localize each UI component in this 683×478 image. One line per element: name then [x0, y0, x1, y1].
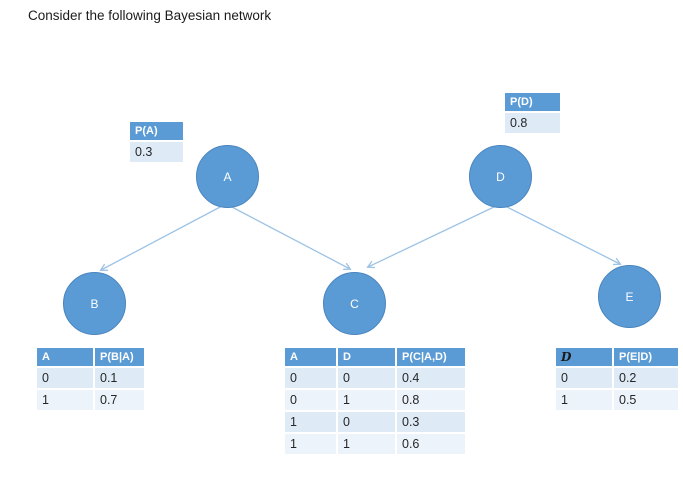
- cpt-table-d: P(D) 0.8: [505, 93, 560, 135]
- table-cell: 0: [37, 368, 93, 388]
- table-cell: 0: [285, 390, 336, 410]
- node-b: B: [63, 272, 126, 335]
- table-cell: 0.7: [95, 390, 144, 410]
- table-header-cell: P(D): [505, 93, 560, 111]
- table-header-row: P(A): [130, 122, 183, 140]
- table-header-row: A D P(C|A,D): [285, 348, 465, 366]
- node-e: E: [598, 265, 661, 328]
- table-row: 1 0.7: [37, 390, 144, 410]
- cpt-table-b: A P(B|A) 0 0.1 1 0.7: [37, 348, 144, 412]
- table-cell: 1: [285, 412, 336, 432]
- node-b-label: B: [90, 296, 99, 311]
- table-cell: 0: [338, 368, 395, 388]
- table-cell: 0: [556, 368, 612, 388]
- table-cell: 0.5: [614, 390, 678, 410]
- table-cell: 0.1: [95, 368, 144, 388]
- node-a-label: A: [223, 169, 232, 184]
- table-row: 1 1 0.6: [285, 434, 465, 454]
- node-d-label: D: [496, 169, 505, 184]
- table-header-cell: P(E|D): [614, 348, 678, 366]
- table-row: 0 0.2: [556, 368, 678, 388]
- table-header-row: P(D): [505, 93, 560, 111]
- table-cell: 1: [37, 390, 93, 410]
- table-cell: 0.4: [397, 368, 465, 388]
- table-cell: 0.8: [505, 113, 560, 133]
- table-row: 0 0 0.4: [285, 368, 465, 388]
- edge-a-to-c: [229, 205, 350, 269]
- table-header-row: D P(E|D): [556, 348, 678, 366]
- table-cell: 0.6: [397, 434, 465, 454]
- table-row: 0.3: [130, 142, 183, 162]
- table-cell: 0.3: [397, 412, 465, 432]
- table-header-cell: P(B|A): [95, 348, 144, 366]
- table-header-cell: A: [285, 348, 336, 366]
- table-header-cell: A: [37, 348, 93, 366]
- table-header-cell: D: [338, 348, 395, 366]
- table-row: 0.8: [505, 113, 560, 133]
- table-row: 0 0.1: [37, 368, 144, 388]
- edge-a-to-b: [101, 205, 223, 270]
- table-header-cell: P(A): [130, 122, 183, 140]
- edge-d-to-e: [504, 205, 620, 264]
- table-cell: 0.8: [397, 390, 465, 410]
- table-cell: 1: [338, 434, 395, 454]
- table-cell: 1: [556, 390, 612, 410]
- table-cell: 1: [338, 390, 395, 410]
- page-title: Consider the following Bayesian network: [28, 8, 272, 23]
- table-header-row: A P(B|A): [37, 348, 144, 366]
- table-cell: 0.2: [614, 368, 678, 388]
- node-a: A: [196, 145, 259, 208]
- cpt-table-a: P(A) 0.3: [130, 122, 183, 164]
- node-c: C: [323, 272, 386, 335]
- table-header-cell: P(C|A,D): [397, 348, 465, 366]
- table-cell: 1: [285, 434, 336, 454]
- table-cell: 0.3: [130, 142, 183, 162]
- table-row: 1 0.5: [556, 390, 678, 410]
- table-cell: 0: [338, 412, 395, 432]
- node-c-label: C: [350, 296, 359, 311]
- node-d: D: [469, 145, 532, 208]
- cpt-table-c: A D P(C|A,D) 0 0 0.4 0 1 0.8 1 0 0.3 1 1…: [285, 348, 465, 456]
- edge-d-to-c: [368, 205, 497, 267]
- table-header-cell: D: [556, 348, 612, 366]
- table-cell: 0: [285, 368, 336, 388]
- node-e-label: E: [625, 289, 634, 304]
- table-row: 1 0 0.3: [285, 412, 465, 432]
- table-row: 0 1 0.8: [285, 390, 465, 410]
- cpt-table-e: D P(E|D) 0 0.2 1 0.5: [556, 348, 678, 412]
